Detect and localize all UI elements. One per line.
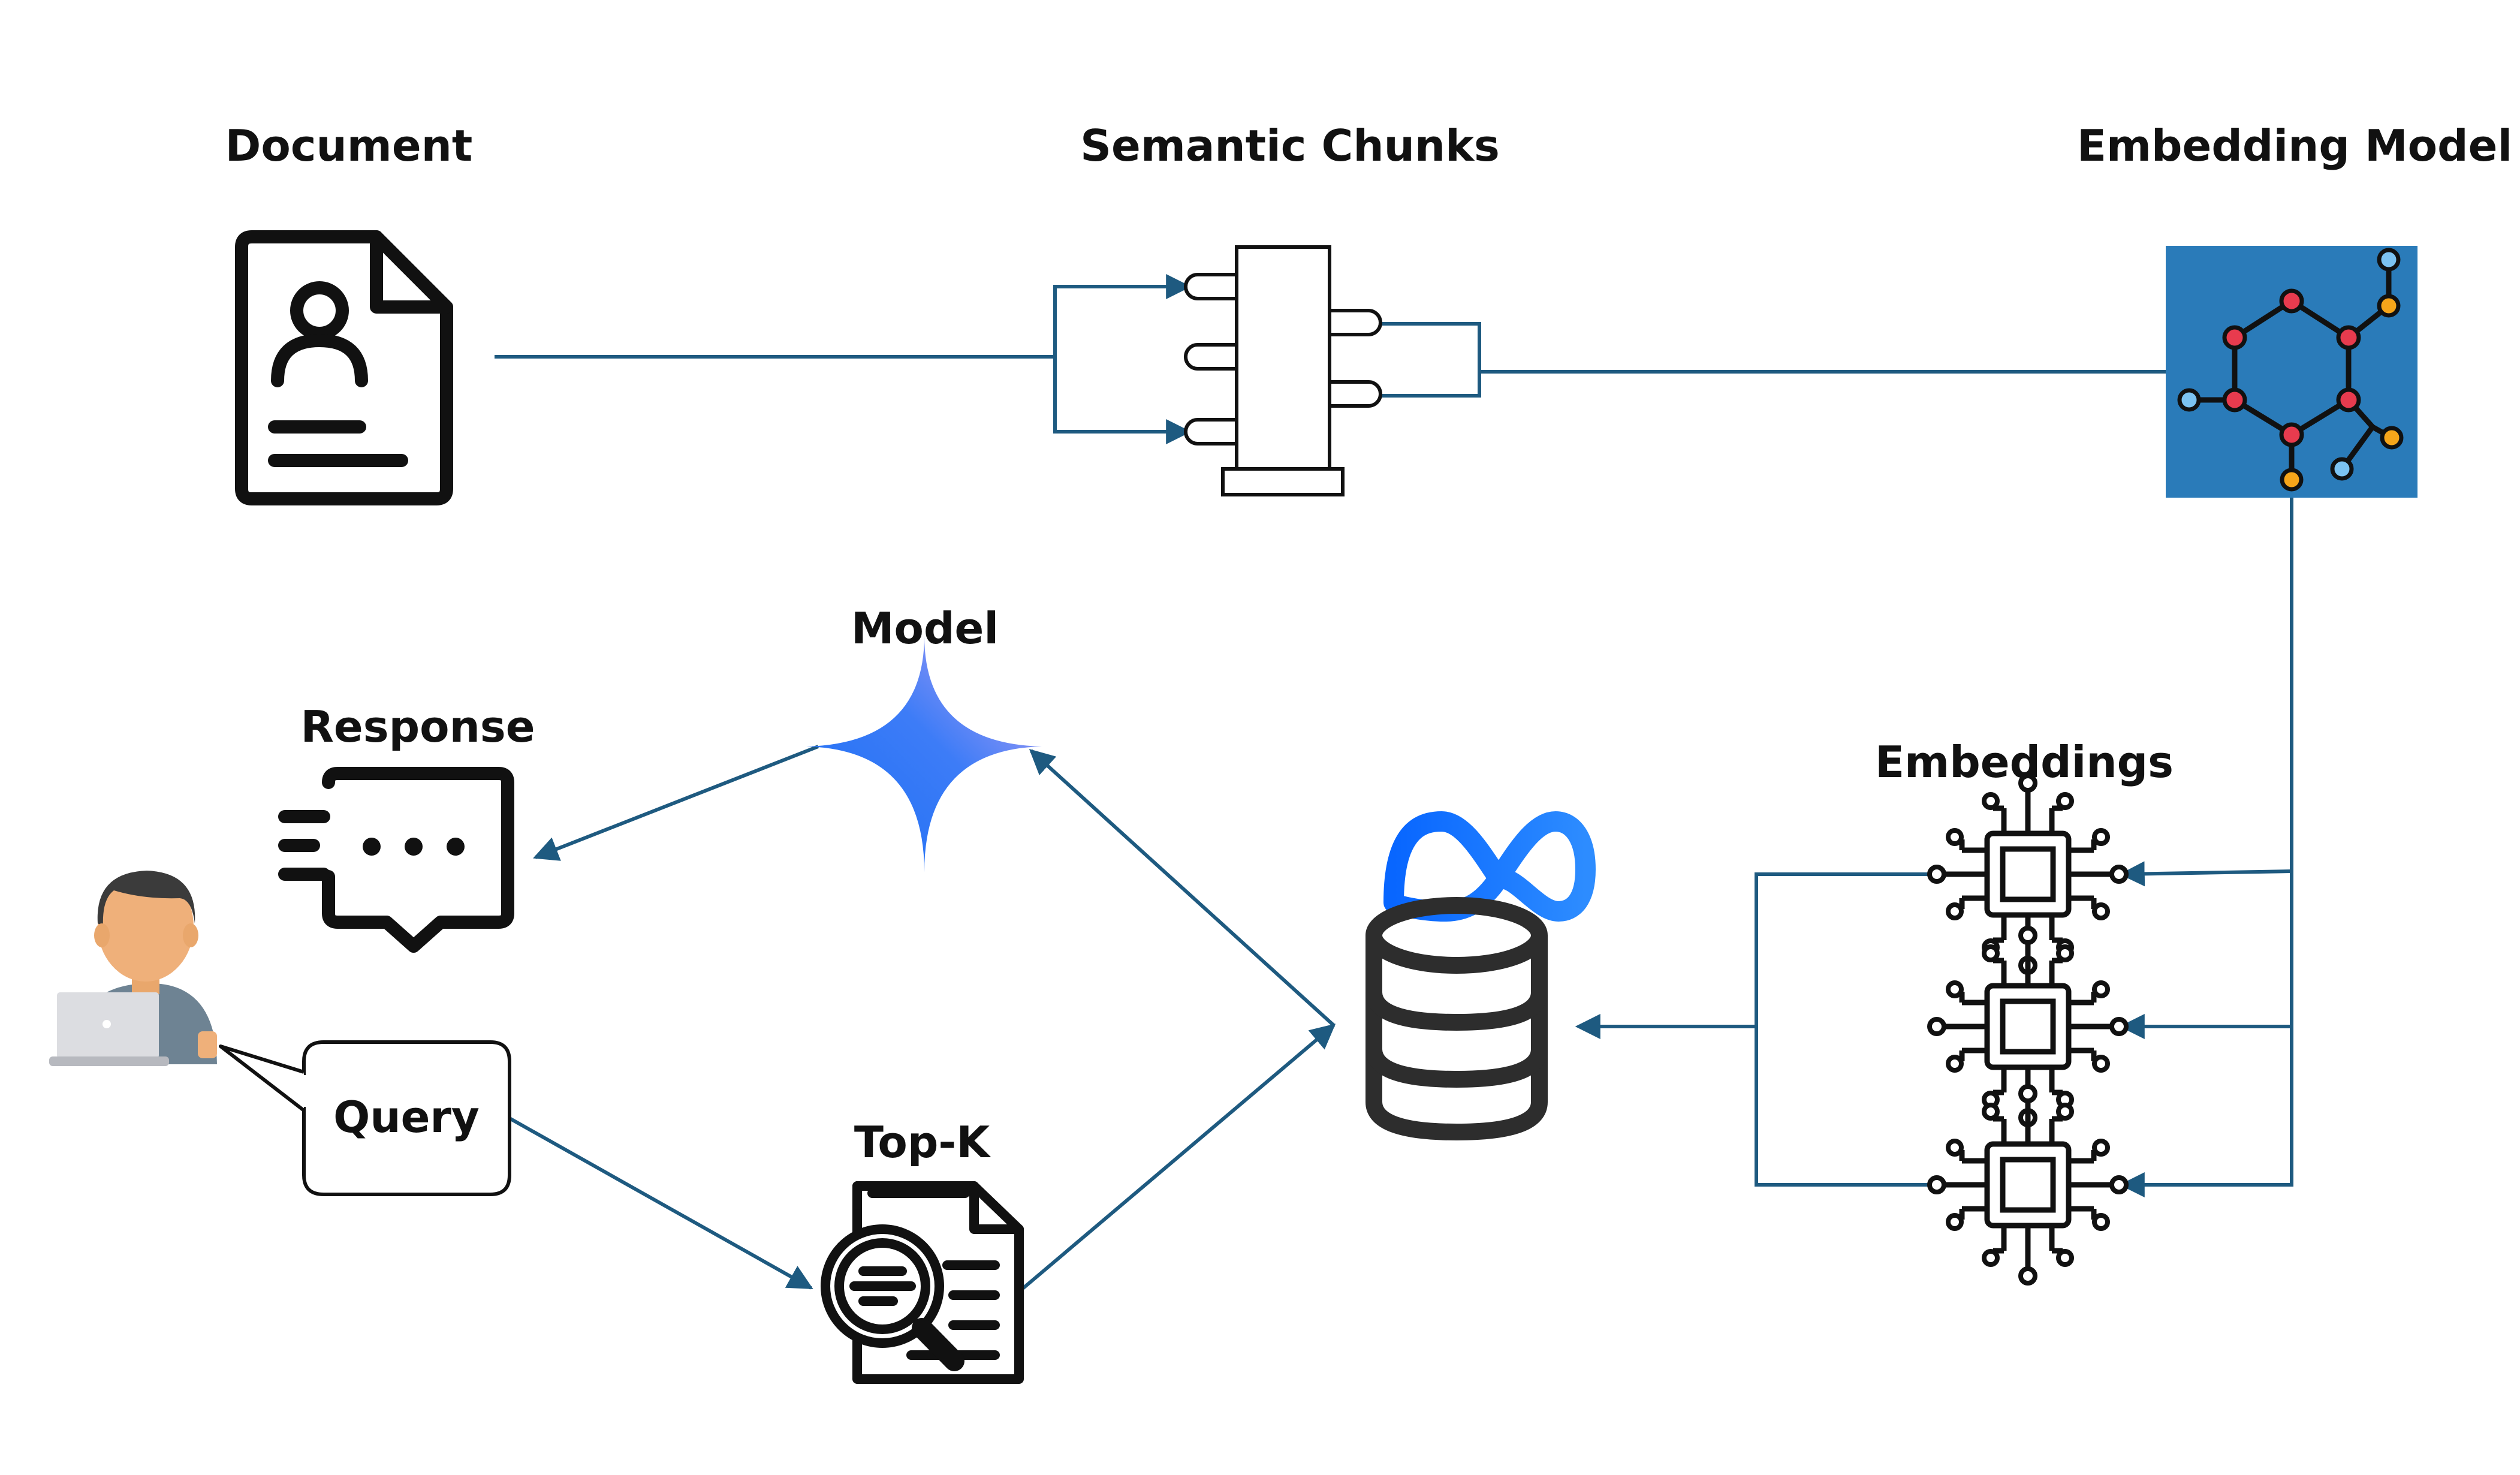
molecule-network-icon — [2166, 246, 2417, 498]
meta-database-icon — [1365, 811, 1596, 1141]
connector-query-to-topk — [508, 1116, 813, 1290]
connector-embedding-model-down — [2122, 498, 2293, 1187]
connector-topk-to-junction — [1021, 1024, 1336, 1291]
label-embedding-model: Embedding Model — [2077, 121, 2512, 171]
semantic-chunks-icon — [1184, 245, 1382, 496]
query-bubble: Query — [219, 1040, 511, 1196]
label-query: Query — [333, 1092, 480, 1142]
connector-embeddings-collect — [1755, 872, 1937, 1187]
label-document: Document — [225, 121, 473, 171]
document-user-icon — [235, 230, 453, 505]
chat-typing-icon — [278, 767, 514, 953]
label-semantic-chunks: Semantic Chunks — [1080, 121, 1500, 171]
document-search-icon — [821, 1181, 1024, 1384]
label-model: Model — [851, 603, 999, 654]
connectors — [495, 274, 2293, 1291]
label-topk: Top-K — [854, 1117, 991, 1167]
connector-to-embedding-1 — [2119, 861, 2292, 887]
sparkle-star-icon — [806, 636, 1042, 872]
connector-junction-to-model — [1029, 749, 1336, 1027]
connector-fork-bottom — [1053, 357, 1192, 444]
label-response: Response — [300, 702, 535, 752]
embeddings-group — [1930, 776, 2126, 1283]
connector-fork-top — [1053, 274, 1192, 357]
user-laptop-icon — [49, 871, 217, 1066]
connector-chunks-merge — [1379, 322, 1481, 398]
connector-model-to-response — [533, 745, 819, 861]
chip-icon — [1930, 1086, 2126, 1283]
